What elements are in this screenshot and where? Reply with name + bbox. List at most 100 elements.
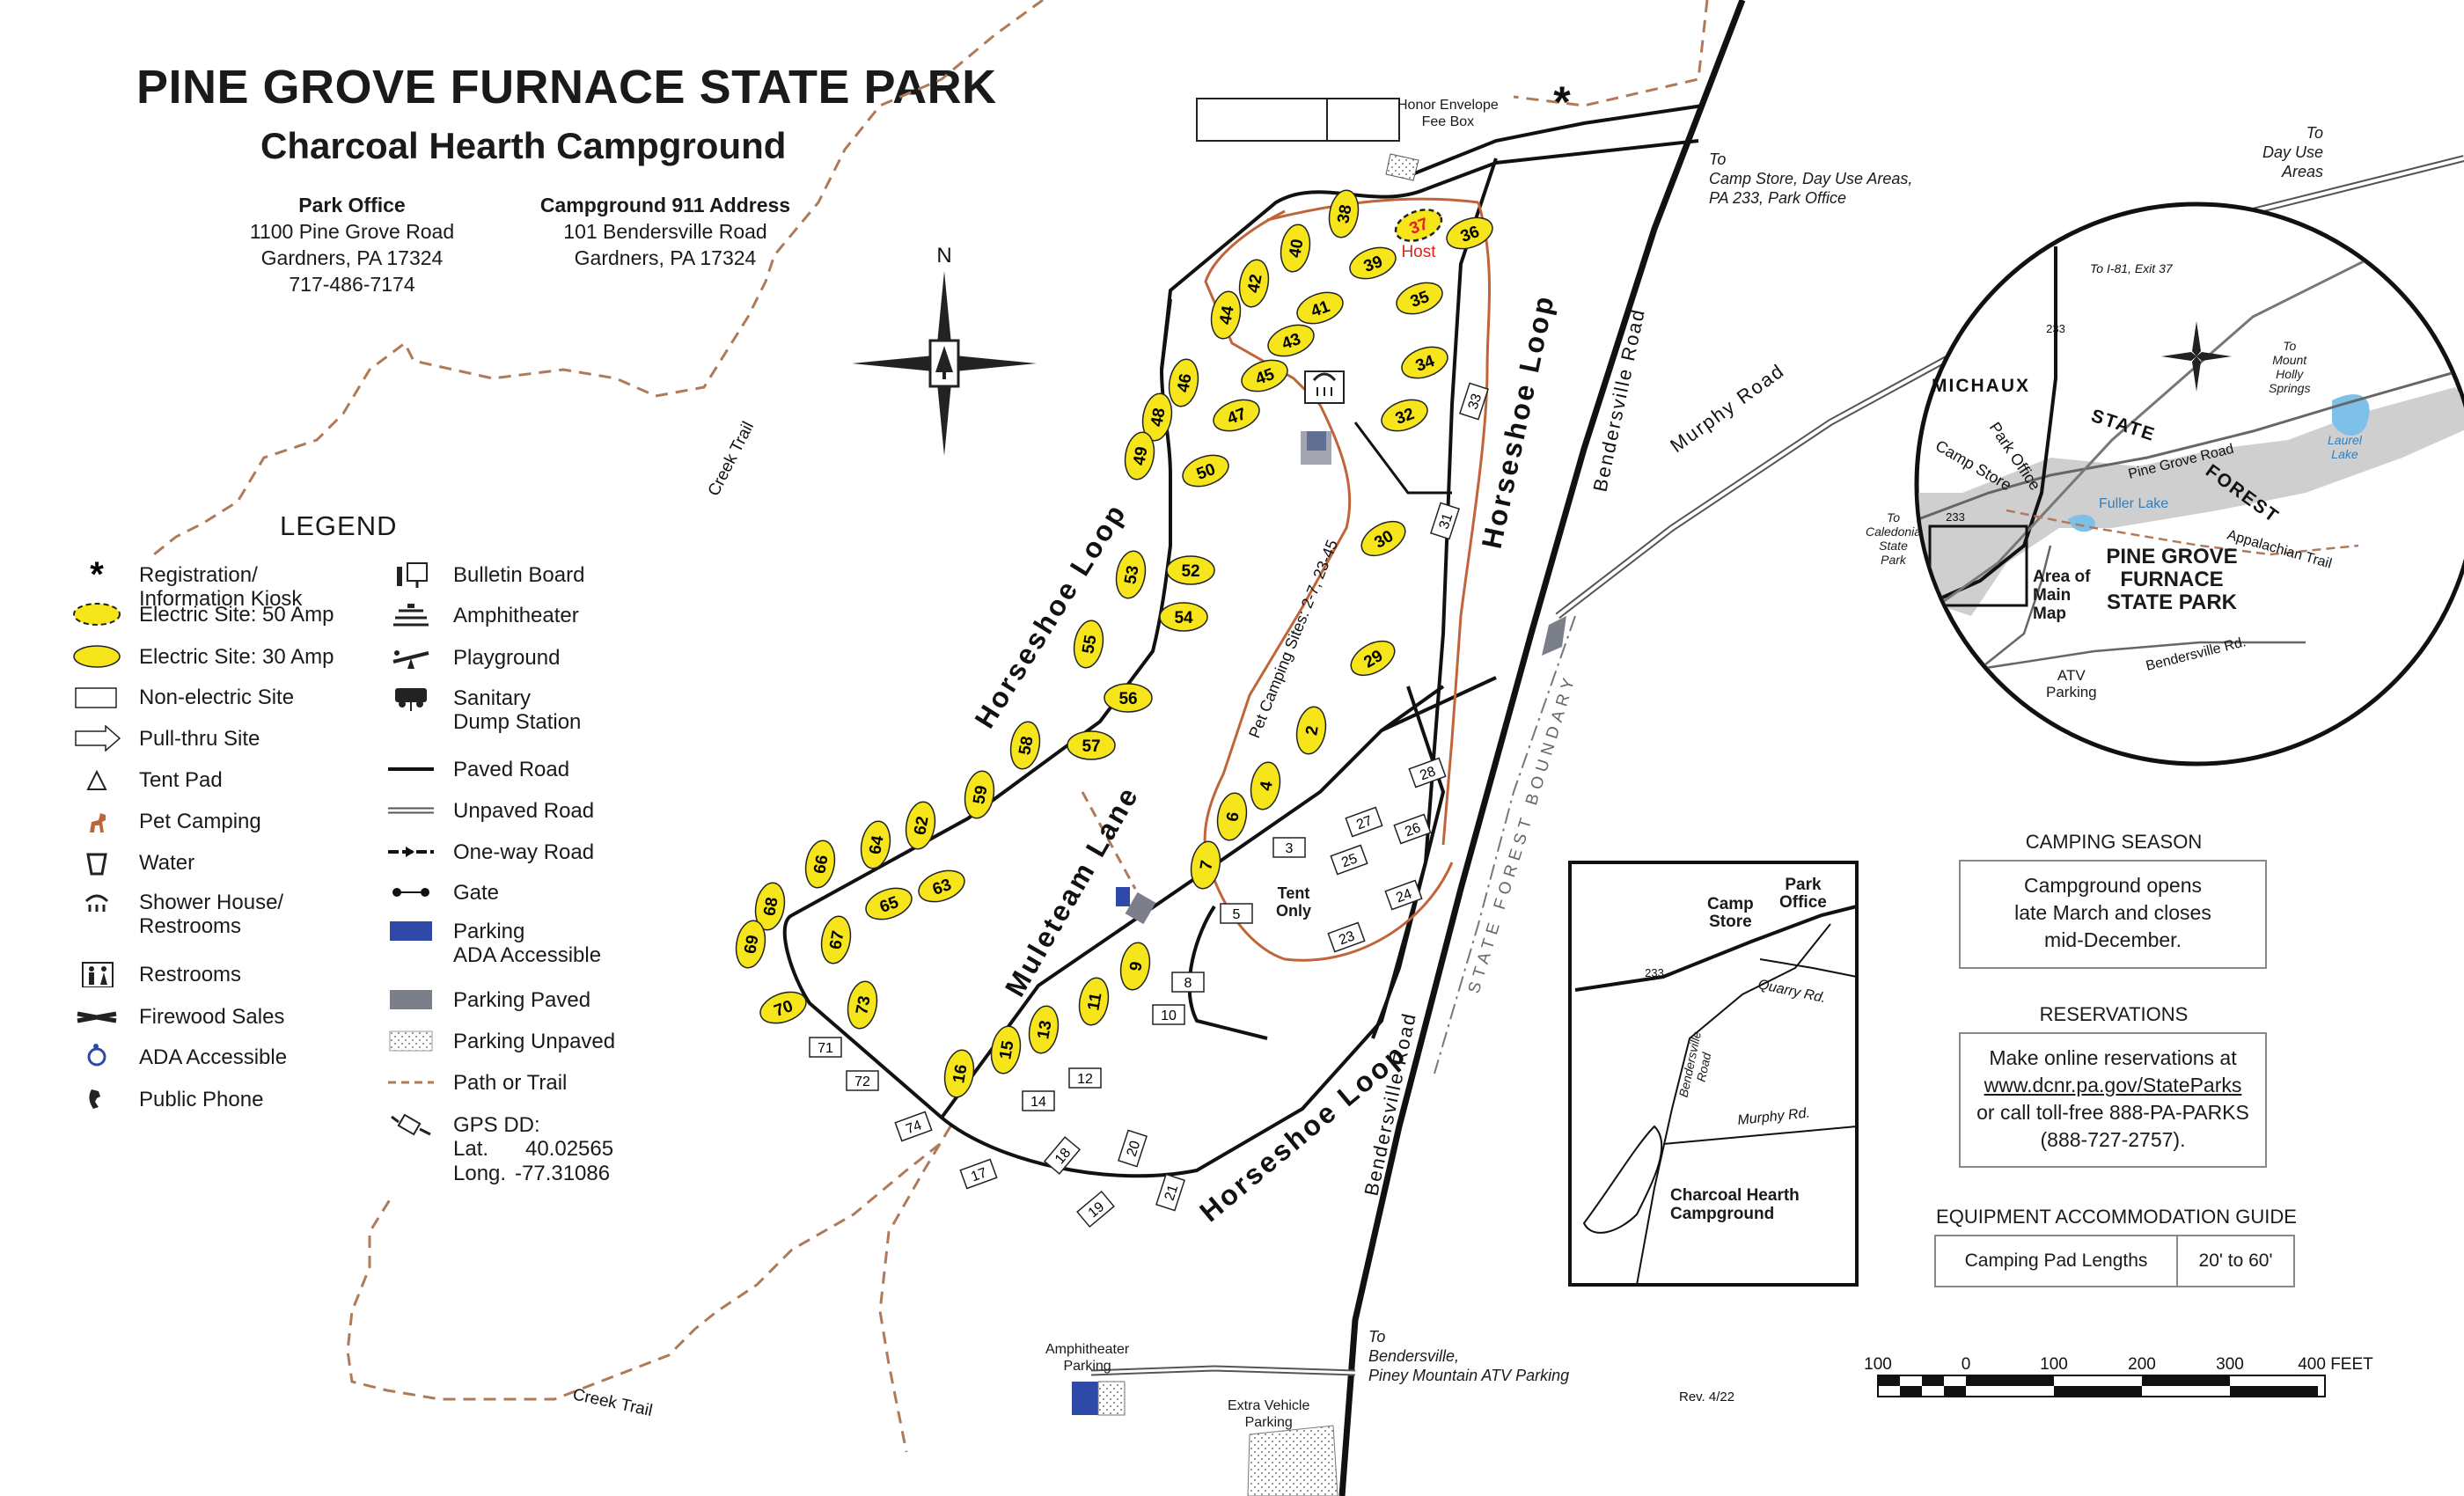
campsite-electric-66[interactable]: 66 (803, 839, 839, 891)
campsite-number: 66 (810, 854, 832, 875)
campsite-nonelectric-3[interactable]: 3 (1272, 837, 1306, 858)
campsite-electric-2[interactable]: 2 (1294, 705, 1330, 757)
campsite-electric-11[interactable]: 11 (1076, 976, 1112, 1028)
page-subtitle: Charcoal Hearth Campground (260, 125, 787, 166)
campsite-electric-9[interactable]: 9 (1118, 941, 1154, 993)
campsite-electric-50[interactable]: 50 (1178, 450, 1233, 493)
campsite-electric-65[interactable]: 65 (862, 883, 916, 926)
amphitheater-parking-unpaved (1097, 1381, 1126, 1416)
campsite-nonelectric-23[interactable]: 23 (1327, 921, 1366, 953)
campsite-electric-64[interactable]: 64 (858, 819, 894, 871)
campsite-electric-73[interactable]: 73 (845, 979, 881, 1031)
campsite-nonelectric-28[interactable]: 28 (1408, 757, 1447, 788)
creek-trail-label: Creek Trail (571, 1385, 654, 1420)
legend-symbol (386, 602, 436, 633)
campsite-nonelectric-12[interactable]: 12 (1068, 1067, 1102, 1089)
park-office-heading: Park Office (298, 194, 406, 216)
campsite-nonelectric-33[interactable]: 33 (1459, 382, 1489, 421)
campsite-electric-4[interactable]: 4 (1248, 760, 1284, 812)
campsite-electric-13[interactable]: 13 (1026, 1004, 1062, 1056)
campsite-nonelectric-18[interactable]: 18 (1043, 1136, 1082, 1175)
campsite-electric-49[interactable]: 49 (1122, 430, 1158, 482)
campsite-nonelectric-26[interactable]: 26 (1393, 813, 1432, 845)
campsite-nonelectric-17[interactable]: 17 (959, 1158, 998, 1190)
campsite-electric-67[interactable]: 67 (818, 914, 854, 966)
campsite-nonelectric-8[interactable]: 8 (1171, 972, 1205, 993)
campsite-nonelectric-74[interactable]: 74 (894, 1111, 933, 1142)
campsite-electric-15[interactable]: 15 (988, 1024, 1024, 1076)
campsite-nonelectric-21[interactable]: 21 (1155, 1173, 1185, 1212)
legend-symbol (386, 1111, 436, 1142)
campsite-electric-45[interactable]: 45 (1237, 355, 1292, 398)
campsite-nonelectric-24[interactable]: 24 (1384, 879, 1423, 911)
trail-icon (388, 1081, 434, 1084)
campsite-electric-54[interactable]: 54 (1159, 602, 1208, 632)
asterisk-icon: * (90, 555, 104, 594)
campsite-nonelectric-31[interactable]: 31 (1430, 502, 1460, 540)
campsite-nonelectric-10[interactable]: 10 (1152, 1004, 1185, 1025)
campsite-nonelectric-20[interactable]: 20 (1118, 1129, 1148, 1168)
revision-label: Rev. 4/22 (1679, 1390, 1734, 1404)
campsite-electric-38[interactable]: 38 (1326, 188, 1362, 240)
campsite-nonelectric-72[interactable]: 72 (846, 1070, 879, 1091)
campsite-electric-36[interactable]: 36 (1442, 212, 1497, 255)
campsite-nonelectric-27[interactable]: 27 (1345, 806, 1383, 838)
campsite-electric-47[interactable]: 47 (1209, 394, 1264, 437)
entrance-road (1407, 104, 1704, 178)
campsite-electric-56[interactable]: 56 (1104, 683, 1153, 713)
campsite-electric-43[interactable]: 43 (1264, 319, 1318, 363)
campsite-electric-70[interactable]: 70 (756, 986, 810, 1030)
campsite-electric-7[interactable]: 7 (1188, 840, 1224, 891)
campsite-nonelectric-14[interactable]: 14 (1022, 1090, 1055, 1111)
campsite-electric-42[interactable]: 42 (1236, 258, 1272, 310)
gps-lat-label: Lat. (453, 1137, 489, 1161)
parking-paved-icon (390, 990, 432, 1009)
legend-symbol (72, 724, 121, 756)
campsite-electric-35[interactable]: 35 (1392, 277, 1447, 320)
campground-address: Campground 911 Address 101 Bendersville … (526, 192, 804, 271)
campsite-nonelectric-25[interactable]: 25 (1330, 844, 1368, 876)
campsite-electric-52[interactable]: 52 (1166, 555, 1215, 585)
campsite-nonelectric-71[interactable]: 71 (809, 1037, 842, 1058)
campsite-electric-34[interactable]: 34 (1397, 341, 1452, 385)
campsite-electric-44[interactable]: 44 (1208, 290, 1244, 341)
campsite-number: 31 (1437, 511, 1456, 531)
campsite-electric-59[interactable]: 59 (962, 769, 998, 821)
campsite-electric-48[interactable]: 48 (1140, 392, 1176, 444)
campsite-electric-32[interactable]: 32 (1377, 394, 1432, 437)
campsite-electric-39[interactable]: 39 (1346, 242, 1400, 285)
campsite-electric-46[interactable]: 46 (1166, 357, 1202, 409)
campsite-electric-69[interactable]: 69 (733, 919, 769, 971)
campsite-nonelectric-5[interactable]: 5 (1220, 903, 1253, 924)
road-junction (1542, 616, 1566, 656)
campsite-nonelectric-19[interactable]: 19 (1076, 1190, 1115, 1228)
legend-symbol (72, 1003, 121, 1034)
campsite-electric-57[interactable]: 57 (1067, 730, 1116, 760)
campsite-electric-41[interactable]: 41 (1293, 287, 1347, 330)
state-forest-boundary (1434, 615, 1576, 1074)
campsite-electric-29[interactable]: 29 (1346, 634, 1401, 683)
campsite-number: 26 (1403, 820, 1423, 840)
campsite-electric-37[interactable]: 37 (1391, 204, 1446, 247)
campsite-electric-68[interactable]: 68 (752, 881, 788, 933)
reservations-link[interactable]: www.dcnr.pa.gov/StateParks (1984, 1074, 2242, 1096)
campsite-electric-62[interactable]: 62 (903, 800, 939, 852)
campsite-electric-58[interactable]: 58 (1008, 720, 1044, 772)
campsite-number: 57 (1082, 737, 1100, 756)
campsite-electric-55[interactable]: 55 (1071, 619, 1107, 671)
legend-symbol (386, 879, 436, 910)
campsite-electric-16[interactable]: 16 (942, 1048, 978, 1100)
campsite-electric-53[interactable]: 53 (1113, 549, 1149, 601)
campsite-electric-6[interactable]: 6 (1214, 791, 1250, 843)
campsite-number: 56 (1118, 690, 1137, 708)
svg-text:*: * (90, 561, 104, 588)
scale-tick-label: 100 (2040, 1355, 2068, 1374)
campsite-electric-40[interactable]: 40 (1278, 223, 1314, 275)
campsite-number: 62 (911, 815, 932, 836)
reservations-title: RESERVATIONS (2039, 1003, 2189, 1025)
campsite-electric-30[interactable]: 30 (1356, 515, 1412, 563)
campsite-electric-63[interactable]: 63 (914, 865, 969, 908)
legend-label: Registration/ Information Kiosk (139, 563, 303, 611)
legend-symbol (72, 684, 121, 715)
